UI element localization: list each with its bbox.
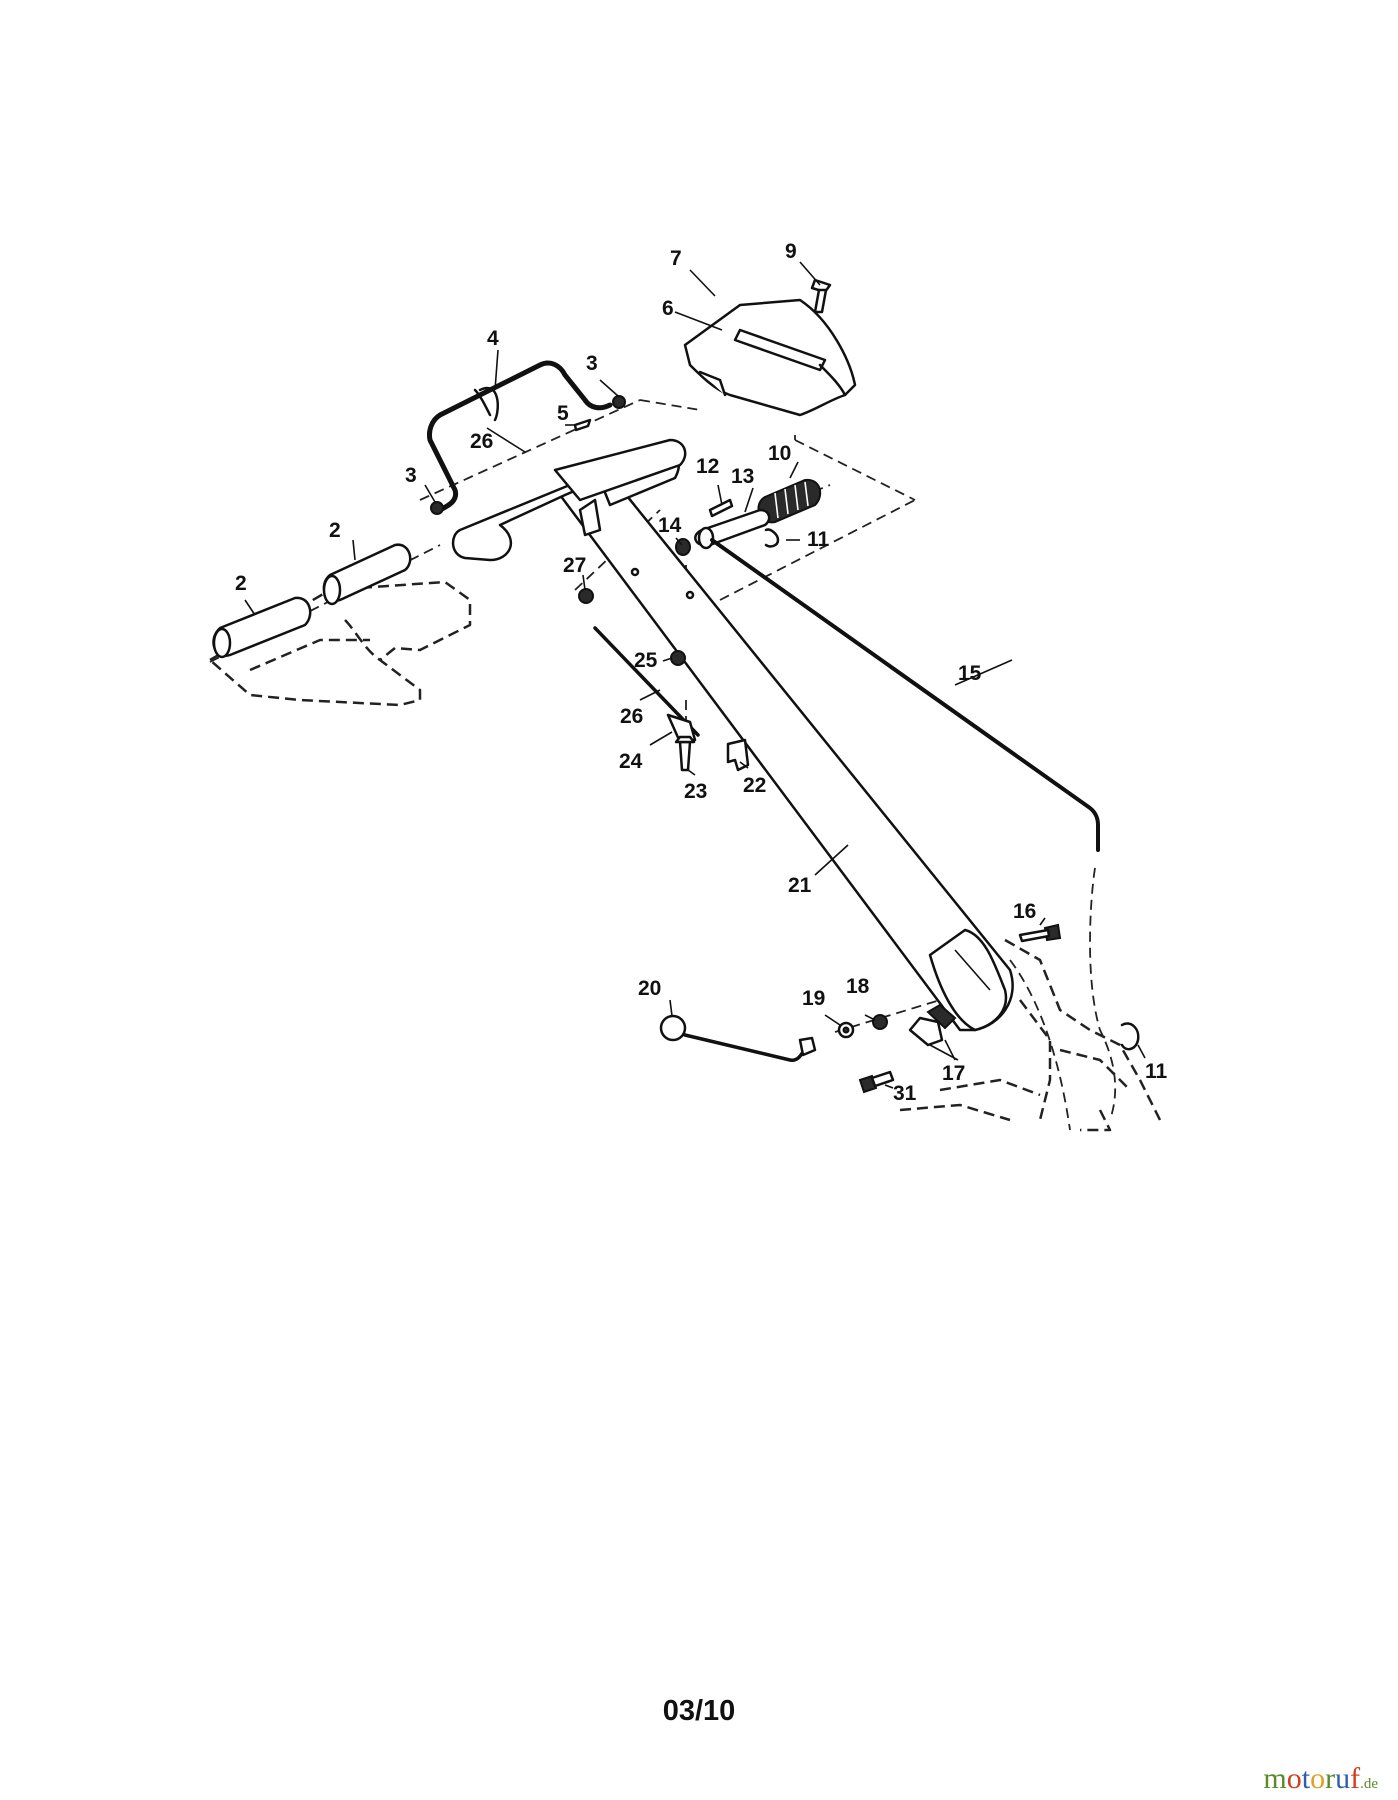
bail-rod [427,360,613,513]
watermark-letter: t [1301,1762,1311,1795]
callout-21: 21 [788,874,812,897]
callout-3-right: 3 [586,352,598,375]
right-grip [322,543,412,606]
shift-lever-20 [659,1014,817,1062]
nut-25 [670,650,686,666]
cable-26 [593,626,700,744]
control-cover [683,298,857,417]
callout-15: 15 [958,662,982,685]
callout-26-lower: 26 [620,705,643,728]
pin-11-upper [764,528,780,548]
callout-22: 22 [743,774,766,797]
nut-3-left [430,501,444,515]
watermark-tld: .de [1360,1776,1378,1792]
clip-5 [573,418,592,432]
callout-3-left: 3 [405,464,417,487]
screw-9 [810,278,832,314]
control-grip [757,478,822,524]
bolt-31 [858,1070,895,1094]
callout-20: 20 [638,977,661,1000]
watermark-letter: o [1310,1762,1326,1795]
watermark-letter: m [1263,1762,1287,1795]
nut-18 [872,1014,888,1030]
callout-labels: 7 9 6 4 3 5 26 3 10 12 13 14 11 2 2 27 2… [235,240,1168,1105]
callout-14: 14 [658,514,682,537]
callout-17: 17 [942,1062,965,1085]
callout-16: 16 [1013,900,1036,923]
callout-2-right: 2 [329,519,341,542]
callout-18: 18 [846,975,870,998]
callout-31: 31 [893,1082,917,1105]
callout-11-lower: 11 [1145,1060,1168,1083]
leader-lines [244,261,1146,1089]
page-number: 03/10 [662,1695,736,1727]
watermark-letter: u [1335,1762,1351,1795]
callout-5: 5 [557,402,569,425]
bolt-12 [708,498,734,518]
nut-27 [578,588,594,604]
callout-2-left: 2 [235,572,247,595]
bracket-17 [908,1003,959,1061]
left-grip [212,596,312,659]
callout-11-upper: 11 [807,528,830,551]
callout-10: 10 [768,442,791,465]
callout-26-upper: 26 [470,430,493,453]
callout-23: 23 [684,780,707,803]
control-rod [710,538,1100,852]
callout-13: 13 [731,465,754,488]
callout-9: 9 [785,240,797,263]
callout-24: 24 [619,750,643,773]
watermark-logo: motoruf.de [1263,1762,1378,1796]
nut-3-right [612,395,626,409]
watermark-letter: f [1350,1762,1361,1795]
watermark-letter: r [1325,1762,1336,1795]
clip-22 [726,738,750,772]
callout-12: 12 [696,455,719,478]
screw-23 [674,735,696,772]
callout-25: 25 [634,649,658,672]
callout-19: 19 [802,987,825,1010]
handle-tube [558,473,1014,1032]
callout-7: 7 [670,247,682,270]
callout-6: 6 [662,297,674,320]
watermark-letter: o [1286,1762,1302,1795]
ghost-tiller-frame [899,938,1162,1132]
pin-11-lower [1120,1022,1140,1051]
callout-27: 27 [563,554,586,577]
callout-4: 4 [487,327,499,350]
handlebar-frame [451,438,687,562]
ghost-handle-base [208,580,472,707]
bolt-16 [1018,923,1062,943]
